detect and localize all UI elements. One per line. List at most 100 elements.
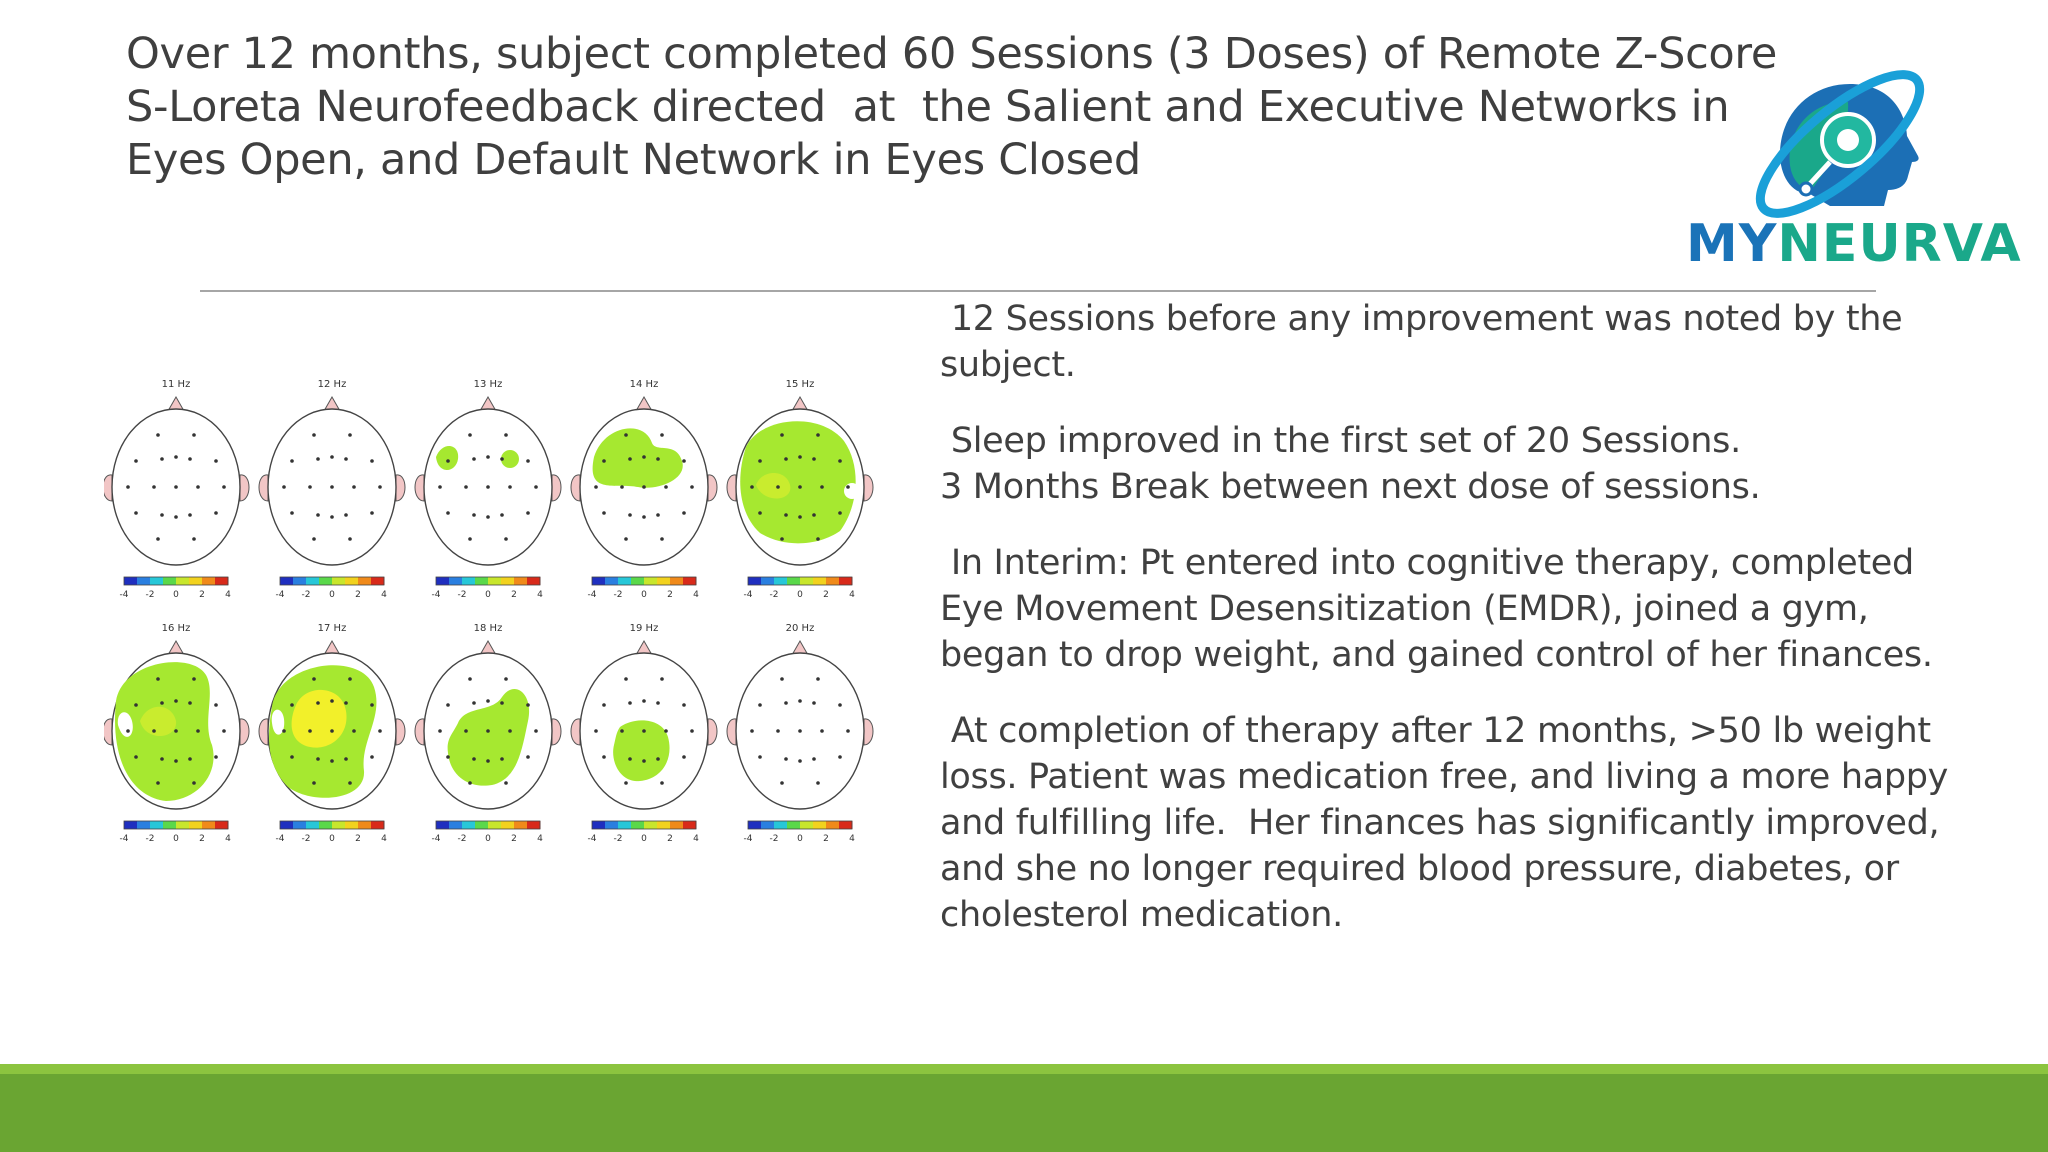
electrode-dot — [504, 433, 508, 437]
color-scale-segment — [800, 821, 814, 829]
electrode-dot — [188, 757, 192, 761]
paragraph-sessions: 12 Sessions before any improvement was n… — [940, 296, 2020, 388]
logo-wordmark: MYNEURVA — [1686, 214, 2036, 274]
electrode-dot — [312, 677, 316, 681]
electrode-dot — [656, 757, 660, 761]
electrode-dot — [160, 757, 164, 761]
electrode-dot — [222, 485, 226, 489]
electrode-dot — [628, 457, 632, 461]
electrode-dot — [776, 485, 780, 489]
activation-region — [447, 688, 530, 786]
left-ear-icon — [104, 718, 113, 746]
body-line: In Interim: Pt entered into cognitive th… — [940, 543, 1914, 583]
color-scale-segment — [163, 577, 177, 585]
electrode-dot — [192, 433, 196, 437]
electrode-dot — [816, 537, 820, 541]
body-line: and fulfilling life. Her finances has si… — [940, 803, 1940, 843]
color-scale-segment — [787, 577, 801, 585]
electrode-dot — [344, 513, 348, 517]
color-scale-tick: -2 — [302, 834, 311, 844]
electrode-dot — [486, 455, 490, 459]
color-scale-tick: 4 — [537, 590, 543, 600]
color-scale-tick: 2 — [823, 590, 829, 600]
electrode-dot — [642, 759, 646, 763]
activation-region — [140, 706, 177, 737]
color-scale-tick: 0 — [485, 834, 491, 844]
electrode-dot — [620, 729, 624, 733]
electrode-dot — [780, 537, 784, 541]
color-scale-segment — [813, 821, 827, 829]
color-scale-bar — [123, 576, 229, 586]
electrode-dot — [526, 459, 530, 463]
electrode-dot — [160, 457, 164, 461]
electrode-dot — [690, 485, 694, 489]
electrode-dot — [160, 701, 164, 705]
color-scale-segment — [592, 577, 606, 585]
electrode-dot — [486, 759, 490, 763]
color-scale-tick: -4 — [744, 834, 753, 844]
electrode-dot — [642, 455, 646, 459]
electrode-dot — [174, 699, 178, 703]
electrode-dot — [174, 515, 178, 519]
electrode-dot — [196, 485, 200, 489]
color-scale-segment — [683, 577, 697, 585]
electrode-dot — [624, 677, 628, 681]
electrode-dot — [660, 781, 664, 785]
color-scale-tick: -2 — [302, 590, 311, 600]
color-scale-tick: 2 — [511, 834, 517, 844]
color-scale-segment — [488, 577, 502, 585]
electrode-dot — [838, 459, 842, 463]
color-scale-tick: -2 — [614, 834, 623, 844]
color-scale-tick: -4 — [120, 590, 129, 600]
electrode-dot — [660, 537, 664, 541]
electrode-dot — [500, 513, 504, 517]
electrode-dot — [370, 703, 374, 707]
electrode-dot — [370, 511, 374, 515]
electrode-dot — [682, 755, 686, 759]
color-scale-segment — [501, 821, 515, 829]
electrode-dot — [838, 511, 842, 515]
electrode-dot — [156, 781, 160, 785]
paragraph-interim: In Interim: Pt entered into cognitive th… — [940, 540, 2020, 678]
electrode-dot — [174, 729, 178, 733]
color-scale-segment — [605, 821, 619, 829]
paragraph-completion: At completion of therapy after 12 months… — [940, 708, 2020, 938]
color-scale-bar — [435, 576, 541, 586]
electrode-dot — [468, 781, 472, 785]
electrode-dot — [352, 485, 356, 489]
color-scale-bar — [747, 576, 853, 586]
color-scale-bar — [591, 576, 697, 586]
electrode-dot — [316, 701, 320, 705]
circuit-line — [1806, 160, 1832, 188]
title-divider — [200, 290, 1876, 292]
color-scale-segment — [527, 577, 541, 585]
electrode-dot — [758, 703, 762, 707]
color-scale-tick: 4 — [693, 834, 699, 844]
electrode-dot — [468, 433, 472, 437]
color-scale-segment — [306, 821, 320, 829]
color-scale-tick: 2 — [199, 590, 205, 600]
color-scale-segment — [124, 821, 138, 829]
slide-body: 12 Sessions before any improvement was n… — [940, 296, 2020, 968]
electrode-dot — [312, 433, 316, 437]
color-scale-segment — [839, 577, 853, 585]
left-ear-icon — [258, 474, 269, 502]
color-scale-segment — [514, 577, 528, 585]
body-line: began to drop weight, and gained control… — [940, 635, 1933, 675]
electrode-dot — [222, 729, 226, 733]
topomap-frequency-label: 19 Hz — [630, 623, 659, 634]
color-scale-tick: 2 — [667, 590, 673, 600]
electrode-dot — [438, 729, 442, 733]
electrode-dot — [214, 703, 218, 707]
right-ear-icon — [863, 474, 874, 502]
electrode-dot — [820, 729, 824, 733]
electrode-dot — [316, 457, 320, 461]
color-scale-segment — [501, 577, 515, 585]
color-scale-tick: -2 — [770, 834, 779, 844]
color-scale-segment — [631, 821, 645, 829]
